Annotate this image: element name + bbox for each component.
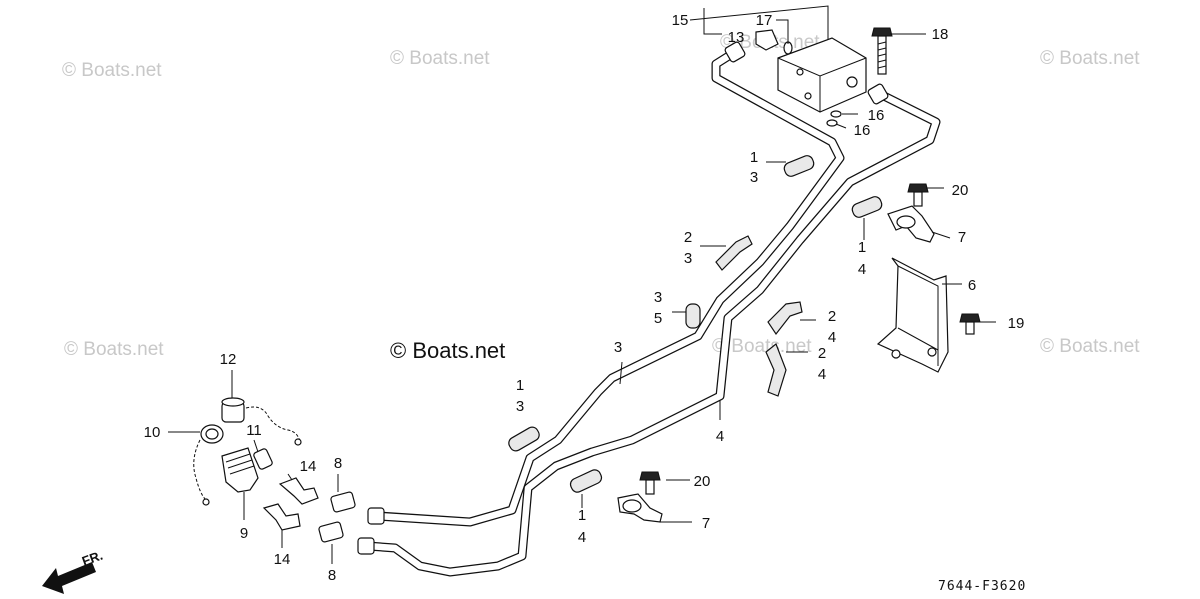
callout-4: 4 bbox=[716, 428, 724, 445]
callout-1: 1 bbox=[750, 149, 758, 166]
callout-2: 2 bbox=[818, 345, 826, 362]
bolt-18 bbox=[871, 27, 893, 75]
callout-19: 19 bbox=[1008, 315, 1025, 332]
callout-15: 15 bbox=[672, 12, 689, 29]
callout-3: 3 bbox=[654, 289, 662, 306]
callout-20: 20 bbox=[694, 473, 711, 490]
elbow-fitting-14 bbox=[262, 477, 319, 531]
hose-sleeve bbox=[508, 155, 883, 493]
callout-6: 6 bbox=[968, 277, 976, 294]
bolt-20 bbox=[639, 183, 929, 495]
callout-1: 1 bbox=[578, 507, 586, 524]
callout-14: 14 bbox=[300, 458, 317, 475]
callout-3: 3 bbox=[684, 250, 692, 267]
callout-17: 17 bbox=[756, 12, 773, 29]
callout-4: 4 bbox=[818, 366, 826, 383]
watermark: © Boats.net bbox=[1040, 336, 1140, 357]
callout-20: 20 bbox=[952, 182, 969, 199]
coupler-cap-12 bbox=[221, 397, 302, 446]
quick-coupler-9 bbox=[221, 447, 259, 493]
callout-1: 1 bbox=[858, 239, 866, 256]
callout-8: 8 bbox=[328, 567, 336, 584]
elbow-fitting-13 bbox=[755, 29, 779, 51]
tube-nut bbox=[724, 41, 889, 105]
callout-2: 2 bbox=[828, 308, 836, 325]
watermark: © Boats.net bbox=[62, 60, 162, 81]
callout-11: 11 bbox=[246, 422, 262, 439]
callout-12: 12 bbox=[220, 351, 237, 368]
front-direction-label: FR. bbox=[80, 548, 105, 569]
diagram-code: 7644-F3620 bbox=[938, 579, 1026, 594]
washer-16 bbox=[826, 110, 842, 127]
bolt-19 bbox=[959, 313, 981, 335]
callout-7: 7 bbox=[702, 515, 710, 532]
tube-nut bbox=[357, 507, 385, 555]
callout-3: 3 bbox=[750, 169, 758, 186]
callout-9: 9 bbox=[240, 525, 248, 542]
valve-block bbox=[777, 37, 867, 113]
callout-10: 10 bbox=[144, 424, 161, 441]
bent-hose bbox=[715, 235, 803, 397]
callout-2: 2 bbox=[684, 229, 692, 246]
callout-18: 18 bbox=[932, 26, 949, 43]
adapter-8 bbox=[318, 491, 356, 543]
callout-14: 14 bbox=[274, 551, 291, 568]
main-watermark: © Boats.net bbox=[390, 338, 505, 363]
hydraulic-tube-lower bbox=[363, 89, 941, 577]
callout-16: 16 bbox=[868, 107, 885, 124]
leader-lines bbox=[168, 5, 996, 564]
watermark: © Boats.net bbox=[1040, 48, 1140, 69]
mounting-bracket-6 bbox=[876, 257, 949, 373]
watermark: © Boats.net bbox=[64, 339, 164, 360]
front-direction-arrow: FR. bbox=[42, 548, 105, 594]
callout-8: 8 bbox=[334, 455, 342, 472]
callout-4: 4 bbox=[578, 529, 586, 546]
callout-4: 4 bbox=[858, 261, 866, 278]
callout-4: 4 bbox=[828, 329, 836, 346]
callout-5: 5 bbox=[654, 310, 662, 327]
callout-3: 3 bbox=[614, 339, 622, 356]
callout-13: 13 bbox=[728, 29, 745, 46]
tube-clamp-7 bbox=[617, 205, 935, 523]
hydraulic-tube-upper bbox=[373, 47, 845, 527]
callout-3: 3 bbox=[516, 398, 524, 415]
callout-7: 7 bbox=[958, 229, 966, 246]
coupler-plug-10 bbox=[193, 424, 224, 506]
callout-16: 16 bbox=[854, 122, 871, 139]
watermark: © Boats.net bbox=[390, 48, 490, 69]
callout-1: 1 bbox=[516, 377, 524, 394]
nipple-11 bbox=[253, 448, 273, 470]
